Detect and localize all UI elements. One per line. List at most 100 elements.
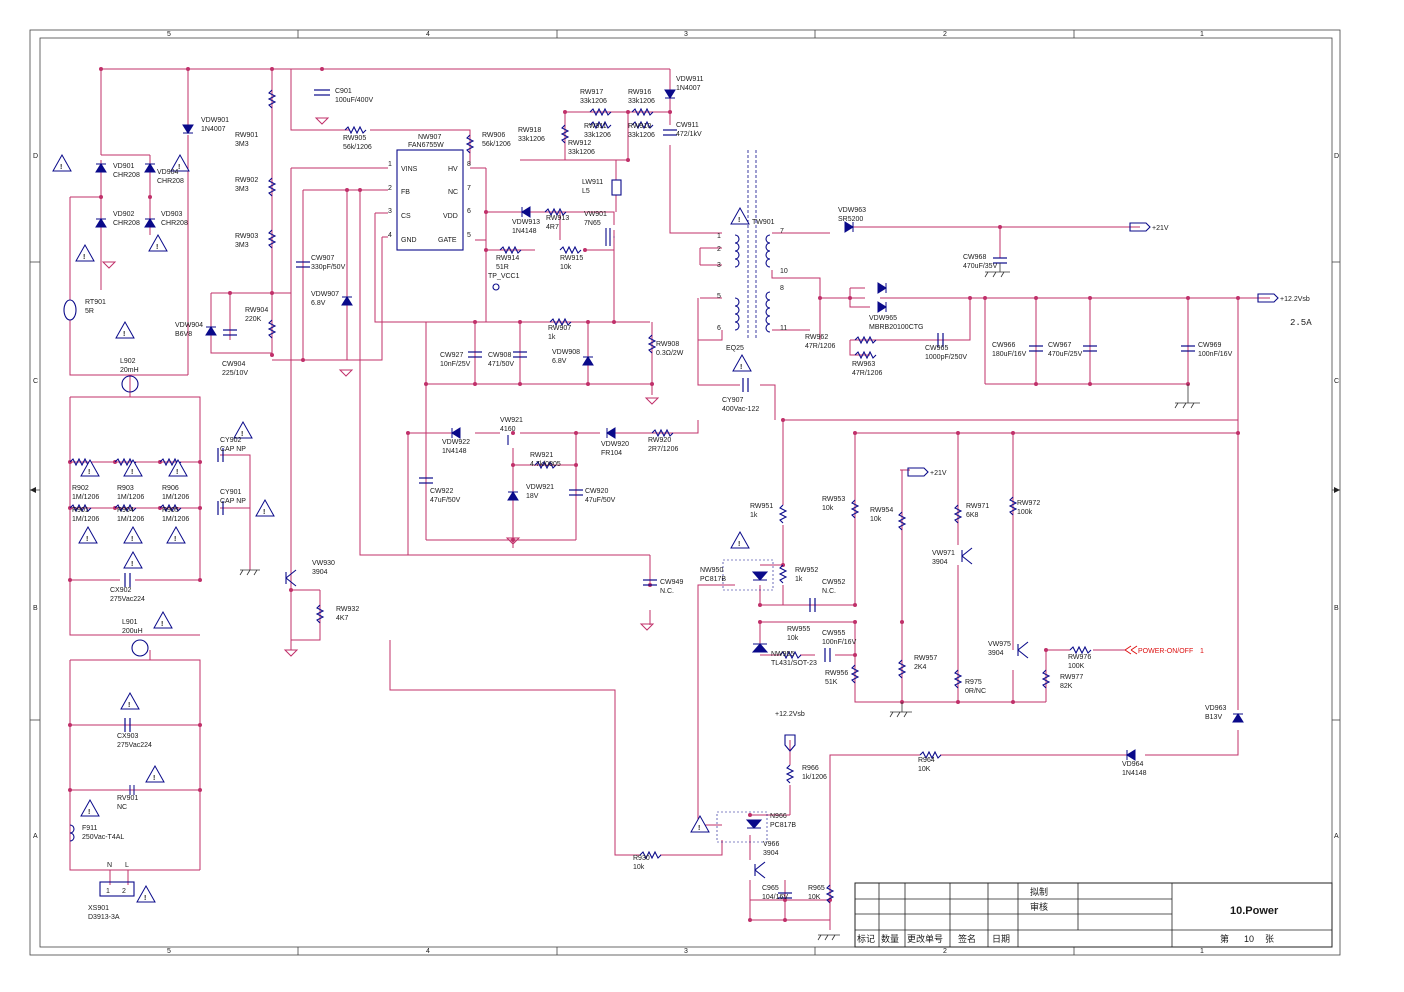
component-value-xs901: D3913-3A <box>88 914 120 921</box>
component-ref-rw920: RW920 <box>648 437 671 444</box>
ic-pin-cs: CS <box>401 213 411 220</box>
component-value-v966: 3904 <box>763 850 779 857</box>
component-value-cx902: 275Vac224 <box>110 596 145 603</box>
svg-text:!: ! <box>178 164 180 171</box>
svg-text:!: ! <box>123 331 125 338</box>
component-ref-nw950: NW950 <box>700 567 723 574</box>
component-value-rw915: 10k <box>560 264 572 271</box>
junction-dots <box>68 67 1240 922</box>
svg-text:3: 3 <box>717 262 721 269</box>
svg-text:!: ! <box>86 536 88 543</box>
component-ref-rw904: RW904 <box>245 307 268 314</box>
component-ref-r966: R966 <box>802 765 819 772</box>
component-ref-rw905: RW905 <box>343 135 366 142</box>
svg-text:!: ! <box>131 561 133 568</box>
component-ref-rw932: RW932 <box>336 606 359 613</box>
component-ref-rw963: RW963 <box>852 361 875 368</box>
component-ref-vd964: VD964 <box>1122 761 1144 768</box>
component-ref-rw906: RW906 <box>482 132 505 139</box>
component-value-rw913: 4R7 <box>546 224 559 231</box>
component-value-rw976: 100K <box>1068 663 1085 670</box>
component-ref-r975: R975 <box>965 679 982 686</box>
component-ref-cw908: CW908 <box>488 352 511 359</box>
warning-icon <box>170 153 190 172</box>
component-value-lw911: L5 <box>582 188 590 195</box>
component-ref-rw962: RW962 <box>805 334 828 341</box>
component-value-cy901: CAP NP <box>220 498 246 505</box>
component-value-nw950: PC817B <box>700 576 726 583</box>
warning-icon <box>255 498 275 517</box>
svg-text:5: 5 <box>717 293 721 300</box>
component-ref-vdw901: VDW901 <box>201 117 229 124</box>
center-arrow-left <box>30 487 36 493</box>
ic-pin-num-2: 2 <box>388 185 392 192</box>
component-value-rw907: 1k <box>548 334 556 341</box>
component-value-vw930: 3904 <box>312 569 328 576</box>
component-ref-r904: R904 <box>117 507 134 514</box>
col-label-4-bottom: 4 <box>426 948 430 955</box>
component-ref-rw952: RW952 <box>795 567 818 574</box>
component-value-r903: 1M/1206 <box>117 494 144 501</box>
col-label-4: 4 <box>426 31 430 38</box>
component-ref-r902: R902 <box>72 485 89 492</box>
component-ref-vd903: VD903 <box>161 211 183 218</box>
warning-icon <box>166 525 186 544</box>
component-value-rw901: 3M3 <box>235 141 249 148</box>
component-value-rw904: 220K <box>245 316 262 323</box>
component-ref-rw971: RW971 <box>966 503 989 510</box>
component-ref-rw918: RW918 <box>518 127 541 134</box>
component-symbols <box>63 89 1244 904</box>
component-value-vd963: B13V <box>1205 714 1222 721</box>
component-value-vdw913: 1N4148 <box>512 228 537 235</box>
component-ref-rw917: RW917 <box>580 89 603 96</box>
component-ref-cy902: CY902 <box>220 437 242 444</box>
component-ref-cw969: CW969 <box>1198 342 1221 349</box>
warning-icon <box>145 764 165 783</box>
component-ref-vw921: VW921 <box>500 417 523 424</box>
row-label-a: A <box>33 833 38 840</box>
warning-icon <box>168 458 188 477</box>
component-value-cw955: 100nF/16V <box>822 639 857 646</box>
component-value-l902: 20mH <box>120 367 139 374</box>
warning-icon <box>690 814 710 833</box>
component-ref-vd901: VD901 <box>113 163 135 170</box>
ic-pin-vdd: VDD <box>443 213 458 220</box>
xs-pin-1: 1 <box>106 888 110 895</box>
col-label-1-bottom: 1 <box>1200 948 1204 955</box>
component-ref-cw965: CW965 <box>925 345 948 352</box>
col-label-1: 1 <box>1200 31 1204 38</box>
svg-text:!: ! <box>241 431 243 438</box>
component-value-rw971: 6K8 <box>966 512 979 519</box>
svg-text:!: ! <box>131 469 133 476</box>
component-value-r901: 1M/1206 <box>72 516 99 523</box>
component-ref-rw901: RW901 <box>235 132 258 139</box>
component-ref-c901: C901 <box>335 88 352 95</box>
warning-icon <box>78 525 98 544</box>
svg-text:!: ! <box>738 217 740 224</box>
svg-text:!: ! <box>698 825 700 832</box>
component-ref-cy907: CY907 <box>722 397 744 404</box>
warning-icon <box>136 884 156 903</box>
component-value-r975: 0R/NC <box>965 688 986 695</box>
component-ref-rw951: RW951 <box>750 503 773 510</box>
col-label-2-bottom: 2 <box>943 948 947 955</box>
component-ref-cw904: CW904 <box>222 361 245 368</box>
component-value-rw908: 0.3Ω/2W <box>656 350 684 357</box>
component-value-cw922: 47uF/50V <box>430 497 461 504</box>
component-ref-vdw921: VDW921 <box>526 484 554 491</box>
component-ref-rw955: RW955 <box>787 626 810 633</box>
row-label-d-right: D <box>1334 153 1339 160</box>
component-ref-vdw922: VDW922 <box>442 439 470 446</box>
component-ref-n966: N966 <box>770 813 787 820</box>
component-value-vdw904: B6V8 <box>175 331 192 338</box>
component-value-cy902: CAP NP <box>220 446 246 453</box>
component-value-cw969: 100nF/16V <box>1198 351 1233 358</box>
component-ref-rw953: RW953 <box>822 496 845 503</box>
component-ref-vdw963: VDW963 <box>838 207 866 214</box>
warning-icon <box>123 458 143 477</box>
component-value-vdw908: 6.8V <box>552 358 567 365</box>
component-ref-vd963: VD963 <box>1205 705 1227 712</box>
component-ref-rw907: RW907 <box>548 325 571 332</box>
component-ref-rv901: RV901 <box>117 795 138 802</box>
component-ref-lw911: LW911 <box>582 179 603 186</box>
